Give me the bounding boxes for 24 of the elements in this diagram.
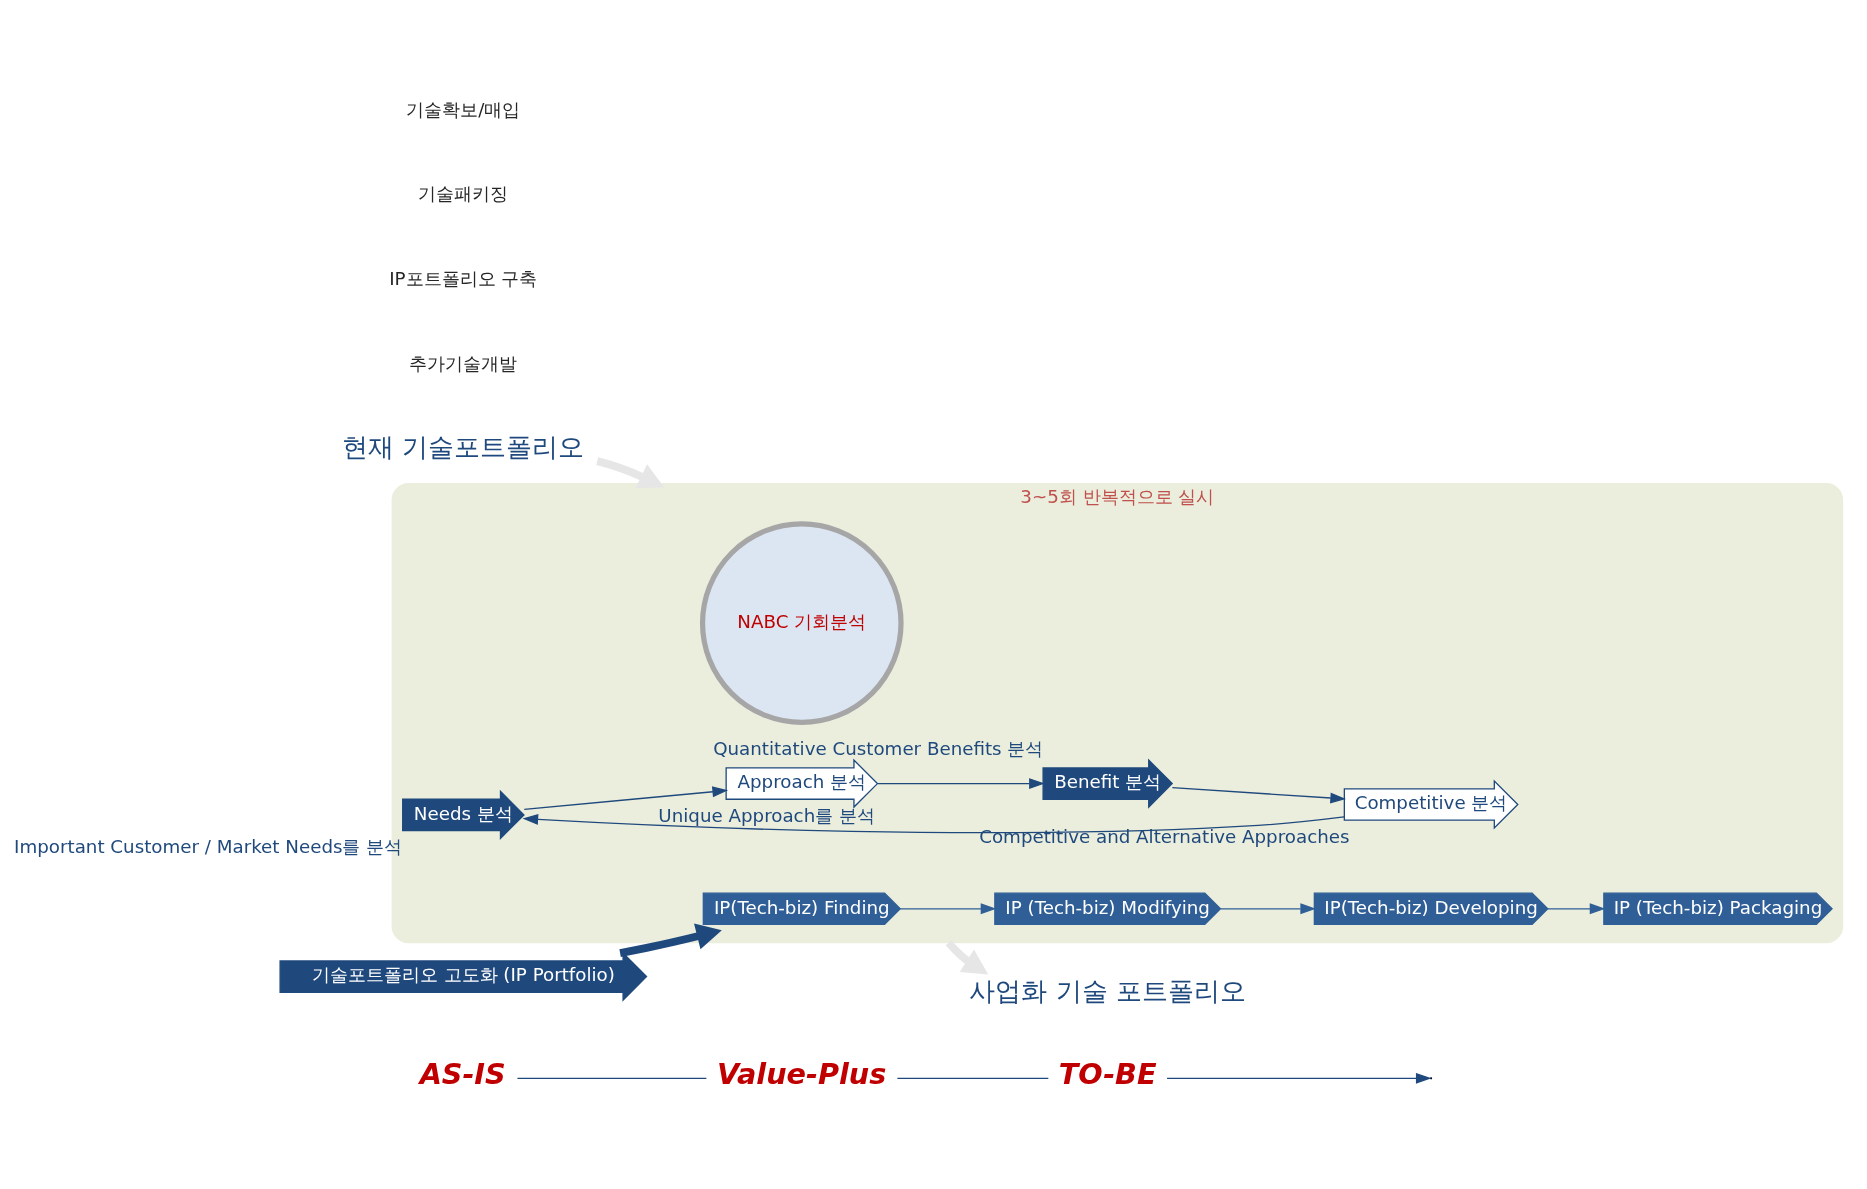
arrow: [1220, 903, 1316, 915]
arrow: [619, 923, 722, 957]
arrow: [596, 457, 665, 489]
label: 추가기술개발: [409, 352, 518, 374]
arrow: [523, 786, 729, 810]
arrow: [1166, 1072, 1432, 1084]
label: 기술확보/매입: [406, 98, 521, 120]
node-text: 사업화 기술 포트폴리오: [969, 976, 1246, 1007]
connector: [516, 1077, 707, 1079]
label: IP포트폴리오 구축: [389, 268, 538, 290]
arrow: [899, 903, 997, 915]
arrow: [522, 814, 1345, 834]
node-label: Quantitative Customer Benefits 분석: [713, 738, 1044, 760]
label: 기술패키징: [418, 183, 509, 205]
arrow: [877, 778, 1045, 790]
node-text: AS-IS: [419, 1057, 506, 1092]
node-text: TO-BE: [1058, 1057, 1157, 1092]
connector: [896, 1077, 1049, 1079]
arrow: [1547, 903, 1606, 915]
node-text: Value-Plus: [717, 1057, 887, 1092]
arrow: [945, 940, 989, 975]
node-text: 현재 기술포트폴리오: [342, 432, 585, 463]
arrow: [1171, 787, 1346, 804]
node-circle: NABC 기회분석: [699, 521, 904, 726]
